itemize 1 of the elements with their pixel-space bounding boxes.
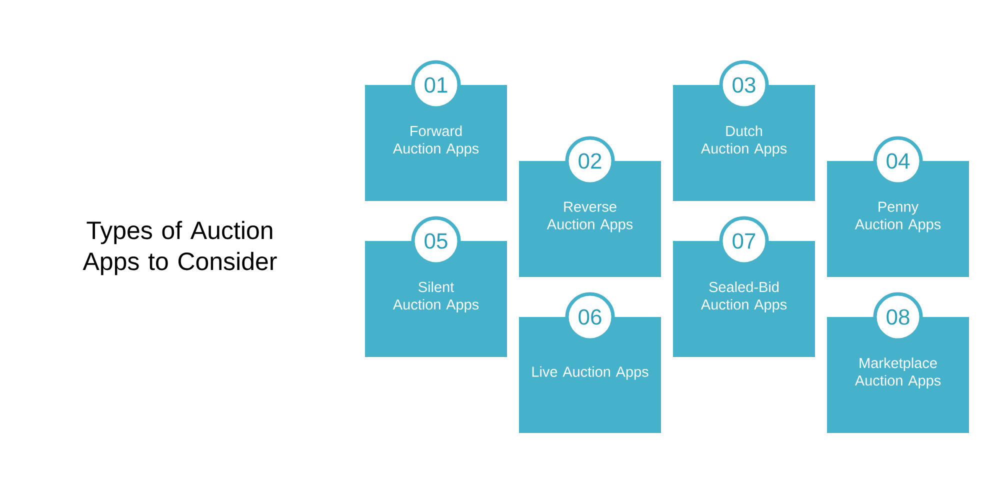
title: Types of Auction Apps to Consider xyxy=(82,220,277,276)
